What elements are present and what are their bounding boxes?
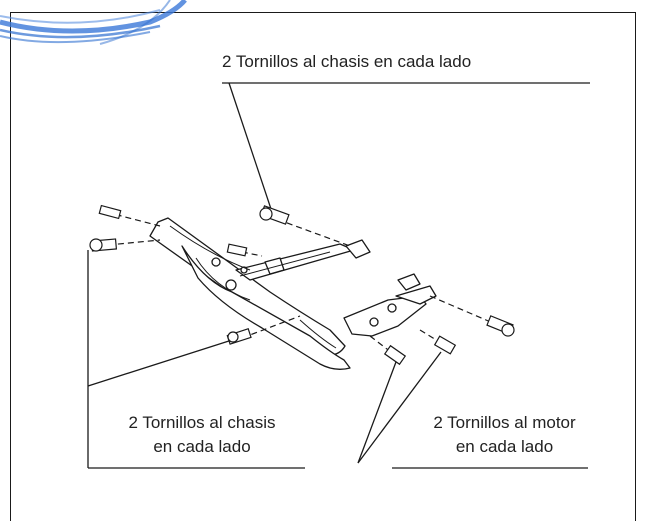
- frame-assembly: [149, 217, 437, 370]
- left-callout-leader: [87, 250, 305, 469]
- callout-left-label: 2 Tornillos al chasis en cada lado: [92, 411, 312, 459]
- callout-left-line-1: 2 Tornillos al chasis: [128, 413, 276, 432]
- callout-top-label: 2 Tornillos al chasis en cada lado: [222, 52, 472, 71]
- top-callout-leader: [222, 82, 590, 213]
- bolt-group: [89, 204, 515, 366]
- ink-stamp-icon: [0, 0, 187, 45]
- frame-detail-lines: [169, 225, 337, 349]
- callout-right-line-2: en cada lado: [455, 437, 554, 456]
- figure-frame: [10, 12, 636, 521]
- right-callout-leader: [357, 351, 588, 469]
- callout-left-line-2: en cada lado: [153, 437, 251, 456]
- callout-right-line-1: 2 Tornillos al motor: [433, 413, 576, 432]
- callout-right-label: 2 Tornillos al motor en cada lado: [392, 411, 617, 459]
